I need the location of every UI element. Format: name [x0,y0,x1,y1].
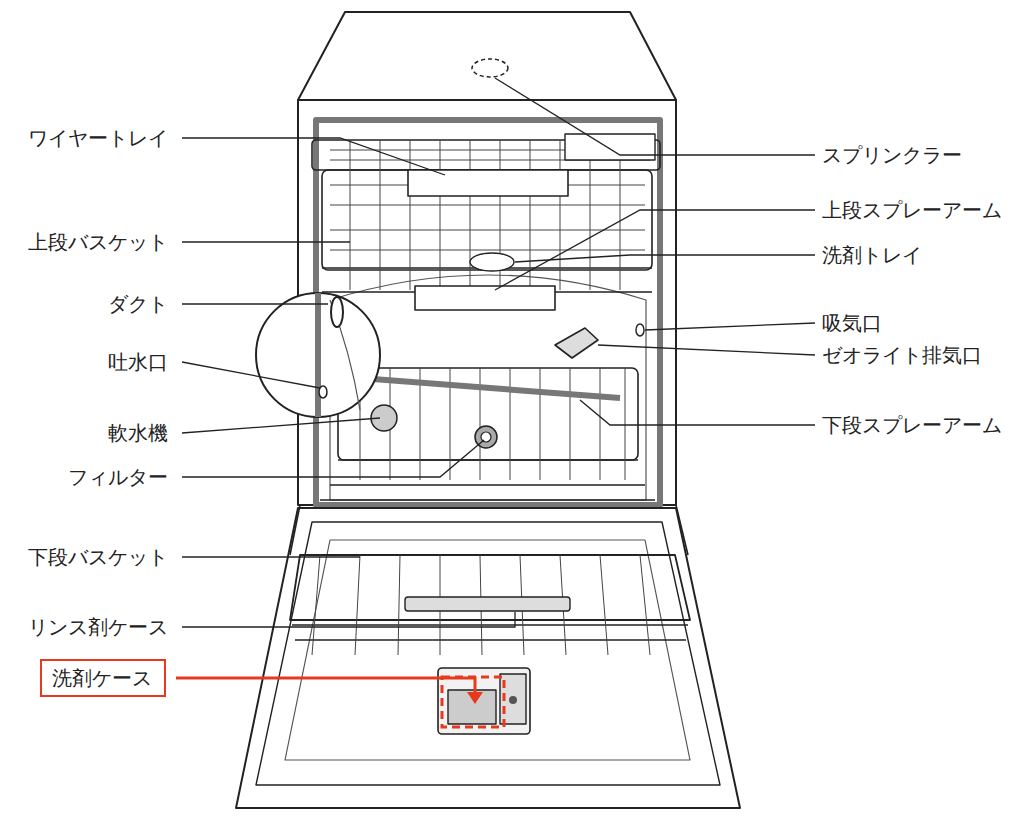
part-label: 下段スプレーアーム [822,413,1002,437]
part-label: 上段バスケット [28,230,168,254]
part-label: フィルター [68,465,168,489]
leader-lines [182,78,815,627]
label-text: 洗剤ケース [52,666,154,690]
part-label: ワイヤートレイ [28,126,168,150]
part-label: リンス剤ケース [28,615,168,639]
part-label: スプリンクラー [822,143,962,167]
part-label: 吐水口 [108,350,168,374]
highlight-pointer [176,677,504,727]
part-label: ゼオライト排気口 [822,343,982,367]
part-label: 軟水機 [108,421,168,445]
highlight-label-box: 洗剤ケース [40,659,166,697]
part-label: 下段バスケット [28,545,168,569]
part-label: 洗剤トレイ [822,243,922,267]
part-label: 上段スプレーアーム [822,198,1002,222]
part-label: 吸気口 [822,311,882,335]
part-label: ダクト [108,292,168,316]
